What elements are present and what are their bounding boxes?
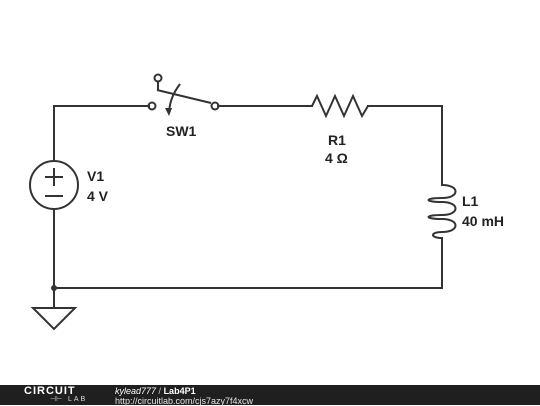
circuit-meta: kylead777 / Lab4P1 http://circuitlab.com… bbox=[115, 386, 253, 406]
logo-lab-text: LAB bbox=[68, 396, 88, 403]
circuit-title[interactable]: Lab4P1 bbox=[163, 386, 196, 396]
inductor-l1: L1 40 mH bbox=[427, 184, 504, 239]
wires bbox=[51, 105, 443, 307]
l1-label: L1 bbox=[462, 193, 479, 209]
r1-label: R1 bbox=[328, 132, 346, 148]
r1-value: 4 Ω bbox=[325, 150, 348, 166]
switch-sw1: SW1 bbox=[147, 73, 220, 139]
wire-right-bottom bbox=[53, 237, 443, 289]
meta-separator: / bbox=[156, 386, 164, 396]
voltage-source-v1: V1 4 V bbox=[29, 160, 109, 210]
author-link[interactable]: kylead777 bbox=[115, 386, 157, 396]
footer-bar: CIRCUIT ⊣⊢ LAB kylead777 / Lab4P1 http:/… bbox=[0, 385, 540, 406]
sw1-label: SW1 bbox=[166, 123, 197, 139]
v1-value: 4 V bbox=[87, 188, 109, 204]
resistor-r1: R1 4 Ω bbox=[311, 93, 369, 166]
circuit-schematic: V1 4 V SW1 R1 4 Ω L1 40 mH bbox=[29, 73, 504, 331]
circuit-url[interactable]: http://circuitlab.com/cjs7azy7f4xcw bbox=[115, 396, 254, 406]
v1-label: V1 bbox=[87, 168, 104, 184]
wire-left-top bbox=[53, 105, 150, 162]
circuitlab-logo[interactable]: CIRCUIT ⊣⊢ LAB bbox=[24, 386, 94, 404]
wire-resistor-to-right bbox=[367, 105, 443, 186]
l1-value: 40 mH bbox=[462, 213, 504, 229]
junction-node bbox=[51, 285, 57, 291]
logo-circuit-text: CIRCUIT bbox=[24, 385, 76, 397]
logo-circuit-icon: ⊣⊢ bbox=[50, 396, 63, 403]
ground-symbol bbox=[30, 307, 78, 331]
